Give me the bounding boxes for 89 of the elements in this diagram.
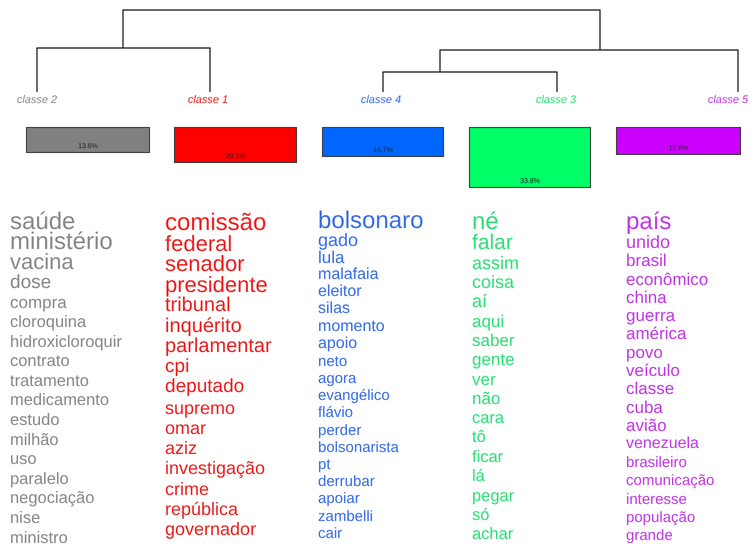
word-label: parlamentar bbox=[165, 336, 272, 356]
class-label: classe 3 bbox=[536, 94, 576, 106]
word-label: medicamento bbox=[10, 392, 110, 409]
word-label: hidroxicloroquir bbox=[10, 334, 122, 350]
word-label: supremo bbox=[165, 398, 236, 416]
word-label: derrubar bbox=[318, 474, 375, 490]
word-label: gente bbox=[472, 351, 515, 368]
word-label: federal bbox=[165, 232, 232, 255]
word-label: ministro bbox=[10, 530, 68, 546]
word-label: venezuela bbox=[626, 436, 699, 452]
word-label: cuba bbox=[626, 398, 663, 416]
word-label: cpi bbox=[165, 357, 190, 376]
word-label: comissão bbox=[165, 211, 266, 235]
word-label: nise bbox=[10, 510, 40, 526]
word-label: falar bbox=[472, 232, 513, 253]
word-label: aziz bbox=[165, 439, 198, 458]
word-label: gado bbox=[318, 231, 358, 249]
word-label: flávio bbox=[318, 405, 354, 420]
word-label: pt bbox=[318, 457, 331, 472]
word-label: tô bbox=[472, 429, 486, 446]
word-label: achar bbox=[472, 526, 514, 543]
word-label: crime bbox=[165, 480, 209, 498]
word-label: milhão bbox=[10, 432, 59, 448]
word-label: econômico bbox=[626, 270, 708, 288]
word-label: bolsonarista bbox=[318, 440, 399, 455]
word-label: senador bbox=[165, 253, 245, 276]
word-label: povo bbox=[626, 344, 663, 361]
word-label: aqui bbox=[472, 312, 504, 330]
word-label: bolsonaro bbox=[318, 209, 424, 233]
word-label: presidente bbox=[165, 274, 268, 296]
word-label: deputado bbox=[165, 377, 244, 396]
word-label: lula bbox=[318, 249, 344, 266]
word-label: só bbox=[472, 507, 490, 524]
class-label: classe 4 bbox=[360, 94, 402, 106]
word-label: momento bbox=[318, 318, 385, 335]
word-label: silas bbox=[318, 301, 350, 318]
word-label: ficar bbox=[472, 448, 504, 466]
word-label: tratamento bbox=[10, 372, 89, 390]
word-label: américa bbox=[626, 325, 686, 342]
word-label: cara bbox=[472, 410, 504, 426]
word-label: zambelli bbox=[318, 508, 374, 524]
word-label: perder bbox=[318, 422, 362, 438]
word-label: coisa bbox=[472, 273, 514, 291]
word-label: paralelo bbox=[10, 470, 69, 488]
word-label: contrato bbox=[10, 353, 70, 370]
word-label: pegar bbox=[472, 488, 514, 504]
word-label: não bbox=[472, 390, 500, 408]
class-label: classe 2 bbox=[16, 94, 58, 106]
word-label: país bbox=[626, 210, 672, 234]
word-label: população bbox=[626, 510, 696, 525]
word-label: estudo bbox=[10, 412, 60, 428]
word-label: inquérito bbox=[165, 316, 242, 336]
word-label: dose bbox=[10, 272, 52, 292]
word-label: negociação bbox=[10, 490, 94, 507]
word-label: governador bbox=[165, 520, 256, 538]
word-label: comunicação bbox=[626, 473, 714, 488]
word-label: agora bbox=[318, 371, 356, 386]
word-label: né bbox=[472, 210, 499, 234]
class-label: classe 1 bbox=[188, 94, 228, 106]
word-label: apoio bbox=[318, 336, 358, 352]
word-label: república bbox=[165, 500, 238, 518]
word-label: ver bbox=[472, 370, 496, 388]
word-label: saber bbox=[472, 332, 515, 349]
word-label: tribunal bbox=[165, 295, 231, 316]
word-label: uso bbox=[10, 451, 37, 468]
word-label: unido bbox=[626, 233, 670, 252]
word-label: lá bbox=[472, 468, 485, 485]
word-label: malafaia bbox=[318, 267, 378, 283]
word-label: interesse bbox=[626, 492, 687, 507]
word-label: grande bbox=[626, 528, 673, 544]
word-label: brasil bbox=[626, 252, 667, 270]
class-label: classe 5 bbox=[708, 94, 748, 106]
word-label: neto bbox=[318, 354, 348, 369]
word-label: aí bbox=[472, 292, 488, 310]
word-label: cair bbox=[318, 526, 342, 541]
word-label: compra bbox=[10, 294, 67, 311]
word-label: apoiar bbox=[318, 491, 360, 506]
word-label: veículo bbox=[626, 362, 680, 379]
word-label: brasileiro bbox=[626, 455, 687, 470]
word-label: evangélico bbox=[318, 388, 390, 404]
word-label: classe bbox=[626, 380, 674, 398]
word-label: investigação bbox=[165, 459, 266, 478]
word-label: china bbox=[626, 288, 667, 306]
word-label: cloroquina bbox=[10, 314, 86, 330]
word-label: guerra bbox=[626, 307, 676, 324]
word-label: omar bbox=[165, 418, 206, 437]
word-label: eleitor bbox=[318, 284, 362, 300]
word-label: assim bbox=[472, 254, 520, 272]
word-label: avião bbox=[626, 416, 667, 434]
